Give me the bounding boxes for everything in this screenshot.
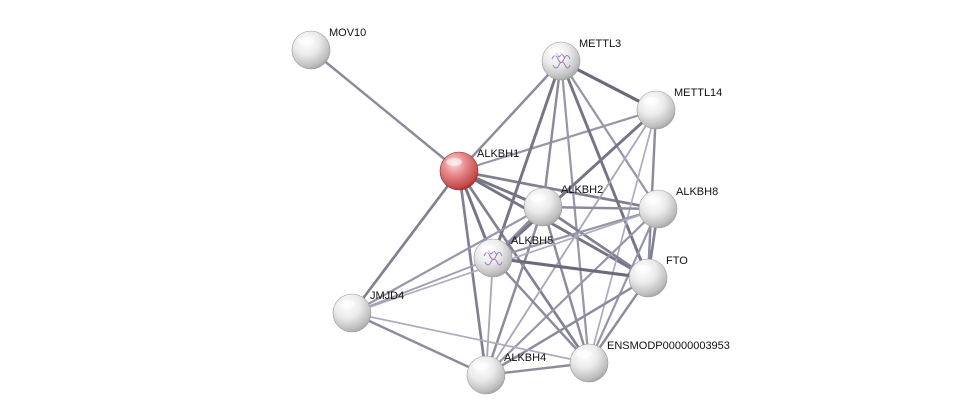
node-highlight bbox=[480, 245, 496, 253]
edge-alkbh2-ensmodp00000003953 bbox=[541, 205, 591, 365]
node-sphere[interactable] bbox=[638, 189, 678, 229]
node-mov10[interactable]: MOV10 bbox=[291, 27, 366, 70]
node-highlight bbox=[548, 48, 564, 56]
node-sphere[interactable] bbox=[473, 238, 513, 278]
edge-alkbh2-alkbh4 bbox=[484, 205, 545, 377]
edge-jmjd4-alkbh4 bbox=[350, 311, 488, 377]
edge-alkbh1-mettl3 bbox=[457, 59, 563, 173]
edge-alkbh1-ensmodp00000003953 bbox=[457, 169, 591, 365]
edge-alkbh5-ensmodp00000003953 bbox=[491, 256, 591, 365]
node-label: METTL14 bbox=[674, 87, 722, 99]
node-mettl3[interactable]: METTL3 bbox=[541, 38, 621, 81]
edge-mettl14-ensmodp00000003953 bbox=[588, 109, 657, 364]
node-sphere[interactable] bbox=[569, 343, 609, 383]
node-highlight bbox=[643, 97, 659, 105]
node-highlight bbox=[339, 300, 355, 308]
node-label: METTL3 bbox=[579, 38, 621, 50]
node-label: ALKBH1 bbox=[477, 148, 519, 160]
edge-mettl3-alkbh2 bbox=[541, 59, 563, 209]
edge-alkbh5-fto bbox=[491, 256, 650, 280]
node-label: ALKBH4 bbox=[504, 352, 546, 364]
edge-alkbh2-fto bbox=[541, 205, 650, 280]
edge-alkbh8-ensmodp00000003953 bbox=[587, 207, 660, 365]
node-sphere[interactable] bbox=[439, 151, 479, 191]
edge-mettl14-alkbh5 bbox=[491, 108, 658, 260]
node-label: ALKBH2 bbox=[561, 184, 603, 196]
edge-alkbh5-alkbh4 bbox=[485, 257, 494, 376]
node-label: ALKBH5 bbox=[511, 235, 553, 247]
edge-mettl3-fto bbox=[559, 59, 650, 280]
edge-alkbh2-jmjd4 bbox=[350, 205, 545, 315]
edge-alkbh1-jmjd4 bbox=[350, 169, 461, 315]
node-jmjd4[interactable]: JMJD4 bbox=[332, 290, 404, 333]
node-label: ENSMODP00000003953 bbox=[607, 340, 730, 352]
edge-alkbh5-jmjd4 bbox=[351, 257, 494, 314]
node-label: FTO bbox=[666, 255, 688, 267]
node-sphere[interactable] bbox=[332, 293, 372, 333]
node-label: MOV10 bbox=[329, 27, 366, 39]
edge-mettl3-alkbh5 bbox=[491, 59, 563, 260]
edge-alkbh8-alkbh5 bbox=[491, 207, 660, 260]
edge-mettl3-ensmodp00000003953 bbox=[559, 59, 591, 365]
edge-mettl14-alkbh4 bbox=[485, 109, 657, 376]
node-highlight bbox=[645, 196, 661, 204]
node-sphere[interactable] bbox=[628, 258, 668, 298]
edge-alkbh1-alkbh8 bbox=[457, 169, 660, 211]
node-alkbh8[interactable]: ALKBH8 bbox=[638, 186, 718, 229]
node-highlight bbox=[530, 194, 546, 202]
node-highlight bbox=[635, 265, 651, 273]
node-fto[interactable]: FTO bbox=[628, 255, 688, 298]
node-highlight bbox=[298, 37, 314, 45]
edge-mettl3-alkbh8 bbox=[559, 59, 660, 211]
node-highlight bbox=[446, 158, 462, 166]
node-alkbh5[interactable]: ALKBH5 bbox=[473, 235, 553, 278]
node-alkbh4[interactable]: ALKBH4 bbox=[466, 352, 546, 395]
node-sphere[interactable] bbox=[466, 355, 506, 395]
node-label: JMJD4 bbox=[370, 290, 404, 302]
node-sphere[interactable] bbox=[523, 187, 563, 227]
node-sphere[interactable] bbox=[291, 30, 331, 70]
node-mettl14[interactable]: METTL14 bbox=[636, 87, 722, 130]
node-ensmodp00000003953[interactable]: ENSMODP00000003953 bbox=[569, 340, 730, 383]
node-sphere[interactable] bbox=[636, 90, 676, 130]
node-sphere[interactable] bbox=[541, 41, 581, 81]
edge-mov10-alkbh1 bbox=[309, 48, 461, 173]
node-alkbh1[interactable]: ALKBH1 bbox=[439, 148, 519, 191]
edge-alkbh1-mettl14 bbox=[457, 108, 658, 173]
edge-fto-alkbh4 bbox=[484, 276, 650, 377]
node-label: ALKBH8 bbox=[676, 186, 718, 198]
node-highlight bbox=[576, 350, 592, 358]
node-alkbh2[interactable]: ALKBH2 bbox=[523, 184, 603, 227]
node-highlight bbox=[473, 362, 489, 370]
edge-jmjd4-ensmodp00000003953 bbox=[351, 312, 590, 364]
